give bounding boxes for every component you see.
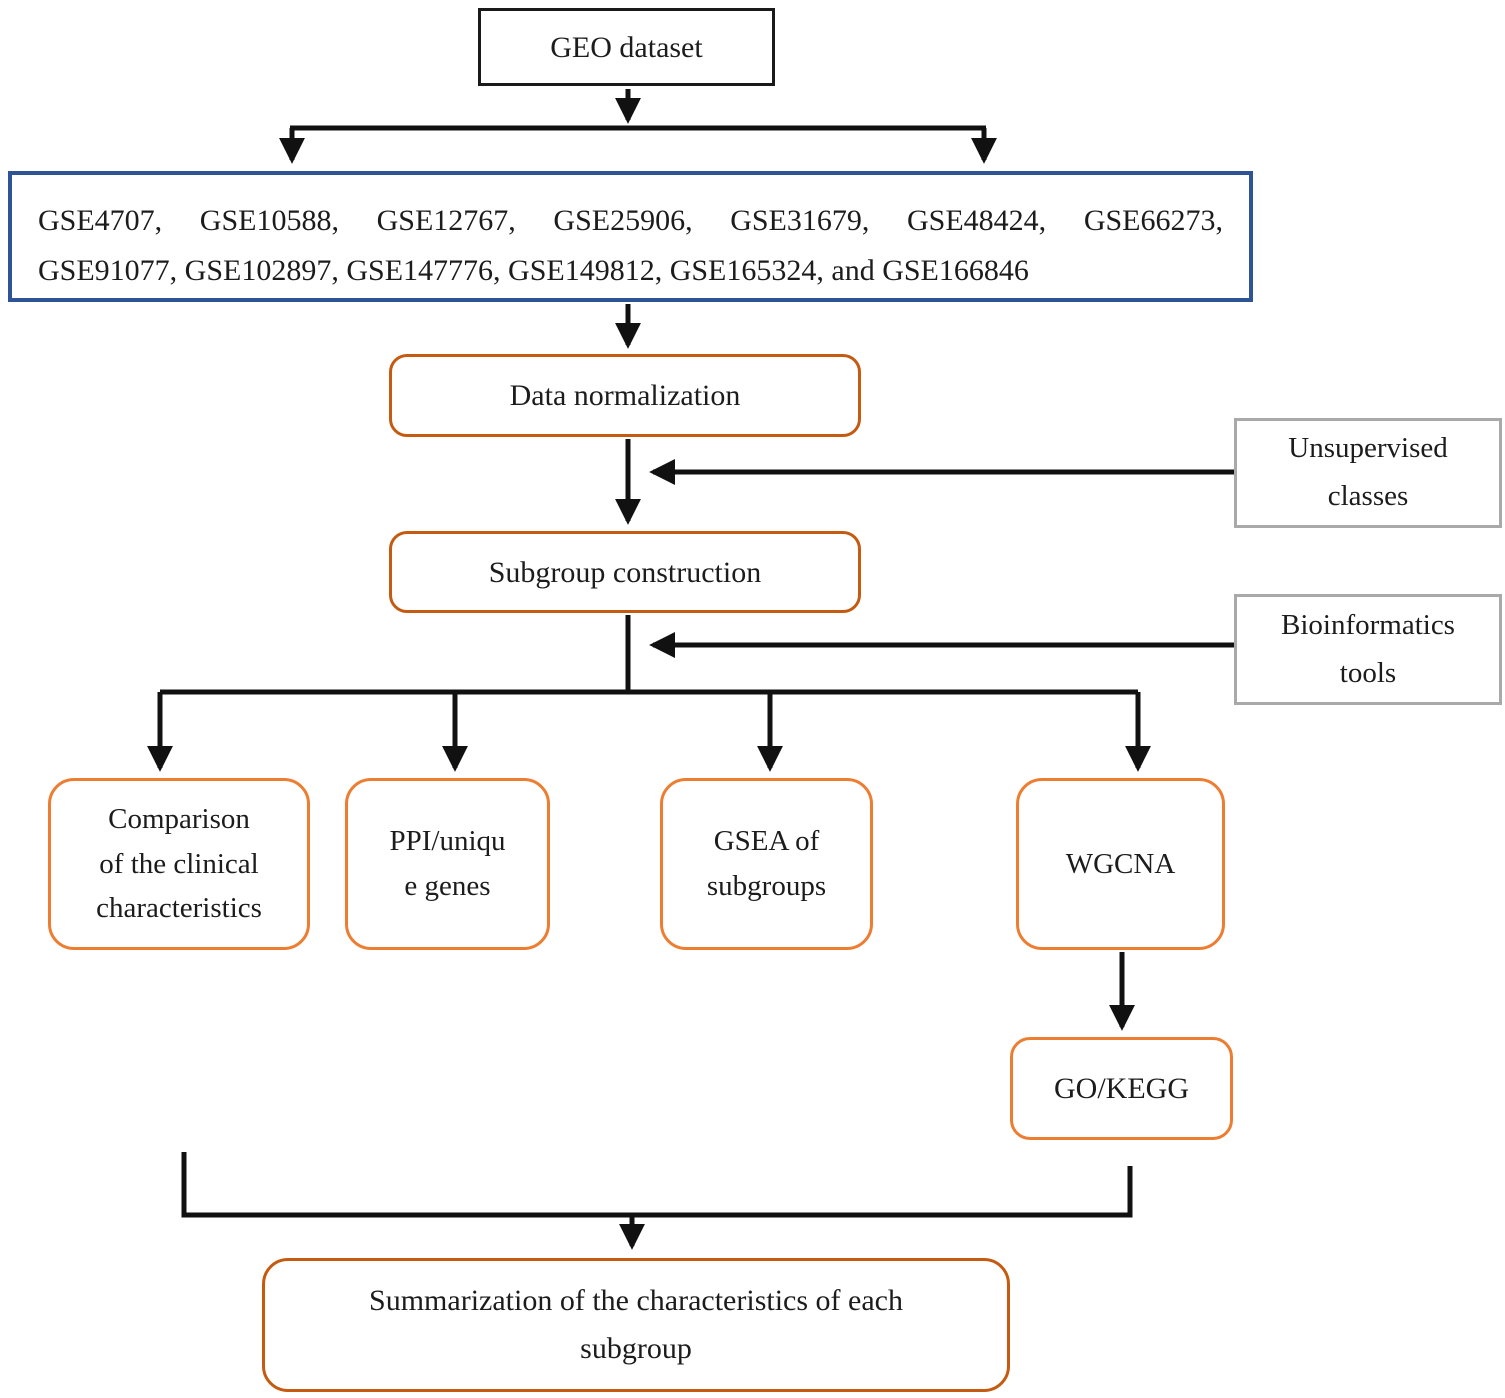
gse-dataset-list-line-1: GSE4707, GSE10588, GSE12767, GSE25906, G…: [38, 204, 1223, 237]
ppi-unique-genes-line-2: e genes: [404, 870, 491, 902]
node-gsea-subgroups: GSEA of subgroups: [660, 778, 873, 950]
node-wgcna-label: WGCNA: [1065, 847, 1176, 880]
node-wgcna: WGCNA: [1016, 778, 1225, 950]
node-geo-dataset: GEO dataset: [478, 8, 775, 86]
node-gse-dataset-list: GSE4707, GSE10588, GSE12767, GSE25906, G…: [8, 171, 1253, 302]
clinical-comparison-line-1: Comparison: [108, 802, 250, 835]
node-summarization: Summarization of the characteristics of …: [262, 1258, 1010, 1392]
node-subgroup-construction: Subgroup construction: [389, 531, 861, 613]
ppi-unique-genes-line-1: PPI/uniqu: [389, 825, 506, 858]
unsupervised-classes-line-2: classes: [1327, 480, 1409, 512]
clinical-comparison-line-3: characteristics: [96, 892, 262, 925]
node-go-kegg: GO/KEGG: [1010, 1037, 1233, 1140]
bioinformatics-tools-line-2: tools: [1339, 656, 1397, 689]
merge-line: [181, 1152, 1133, 1218]
bioinformatics-tools-line-1: Bioinformatics: [1281, 608, 1455, 641]
gse-dataset-list-line-2: GSE91077, GSE102897, GSE147776, GSE14981…: [38, 253, 1029, 287]
summarization-line-1: Summarization of the characteristics of …: [369, 1284, 903, 1317]
node-ppi-unique-genes: PPI/uniqu e genes: [345, 778, 550, 950]
node-data-normalization: Data normalization: [389, 354, 861, 437]
node-data-normalization-label: Data normalization: [509, 379, 741, 412]
node-geo-dataset-label: GEO dataset: [550, 30, 703, 64]
gsea-subgroups-line-1: GSEA of: [713, 825, 820, 858]
gsea-subgroups-line-2: subgroups: [706, 870, 827, 902]
unsupervised-classes-line-1: Unsupervised: [1288, 432, 1448, 465]
node-clinical-comparison: Comparison of the clinical characteristi…: [48, 778, 310, 950]
node-bioinformatics-tools: Bioinformatics tools: [1234, 594, 1502, 705]
clinical-comparison-line-2: of the clinical: [99, 847, 259, 880]
summarization-line-2: subgroup: [580, 1332, 692, 1365]
node-go-kegg-label: GO/KEGG: [1054, 1072, 1189, 1105]
node-subgroup-construction-label: Subgroup construction: [488, 555, 762, 589]
node-unsupervised-classes: Unsupervised classes: [1234, 418, 1502, 528]
